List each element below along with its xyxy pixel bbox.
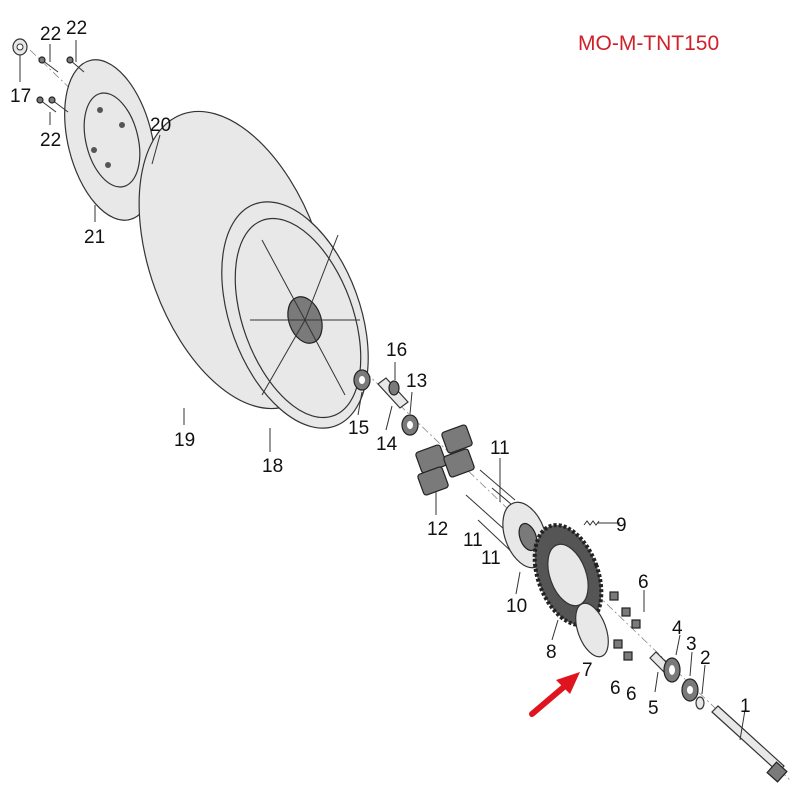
- callout-2: 2: [700, 648, 711, 669]
- callout-3: 3: [686, 634, 697, 655]
- bearing-13: [401, 414, 419, 436]
- callout-11: 11: [463, 530, 483, 551]
- bearing-4: [663, 657, 681, 683]
- disc-bolts: [36, 56, 85, 113]
- callout-15: 15: [348, 418, 369, 439]
- callout-11: 11: [481, 548, 501, 569]
- red-arrow-icon: [529, 672, 580, 717]
- oil-seal-3: [681, 678, 699, 702]
- callout-9: 9: [616, 515, 627, 536]
- callout-8: 8: [546, 642, 557, 663]
- callout-6: 6: [626, 684, 637, 705]
- callout-7: 7: [582, 660, 593, 681]
- callout-16: 16: [386, 340, 407, 361]
- disc-nut: [12, 38, 28, 56]
- sprocket-plate-7: [575, 602, 609, 658]
- rear-axle: [711, 705, 788, 783]
- circlip-16: [388, 380, 400, 396]
- spring-9: [583, 520, 600, 526]
- callout-12: 12: [427, 519, 448, 540]
- callout-5: 5: [648, 698, 659, 719]
- damper-rubbers: [415, 424, 475, 496]
- callout-17: 17: [10, 86, 31, 107]
- sprocket-nuts: [609, 591, 641, 661]
- callout-11: 11: [490, 438, 510, 459]
- callout-14: 14: [376, 434, 398, 455]
- washer-2: [695, 696, 705, 710]
- callout-19: 19: [174, 430, 195, 451]
- callout-22: 22: [66, 18, 87, 39]
- callout-leaders: [19, 40, 746, 741]
- callout-13: 13: [406, 371, 427, 392]
- callout-21: 21: [84, 227, 105, 248]
- callout-6: 6: [610, 678, 621, 699]
- brake-disc: [64, 59, 156, 221]
- callout-10: 10: [506, 596, 527, 617]
- callout-6: 6: [638, 572, 649, 593]
- model-code: MO-M-TNT150: [578, 32, 720, 55]
- rear-rim: [221, 201, 369, 429]
- callout-4: 4: [672, 618, 683, 639]
- callout-1: 1: [740, 696, 751, 717]
- callout-22: 22: [40, 24, 61, 45]
- callout-22: 22: [40, 130, 61, 151]
- callout-20: 20: [150, 115, 171, 136]
- callout-18: 18: [262, 456, 283, 477]
- bearing-15: [353, 369, 371, 391]
